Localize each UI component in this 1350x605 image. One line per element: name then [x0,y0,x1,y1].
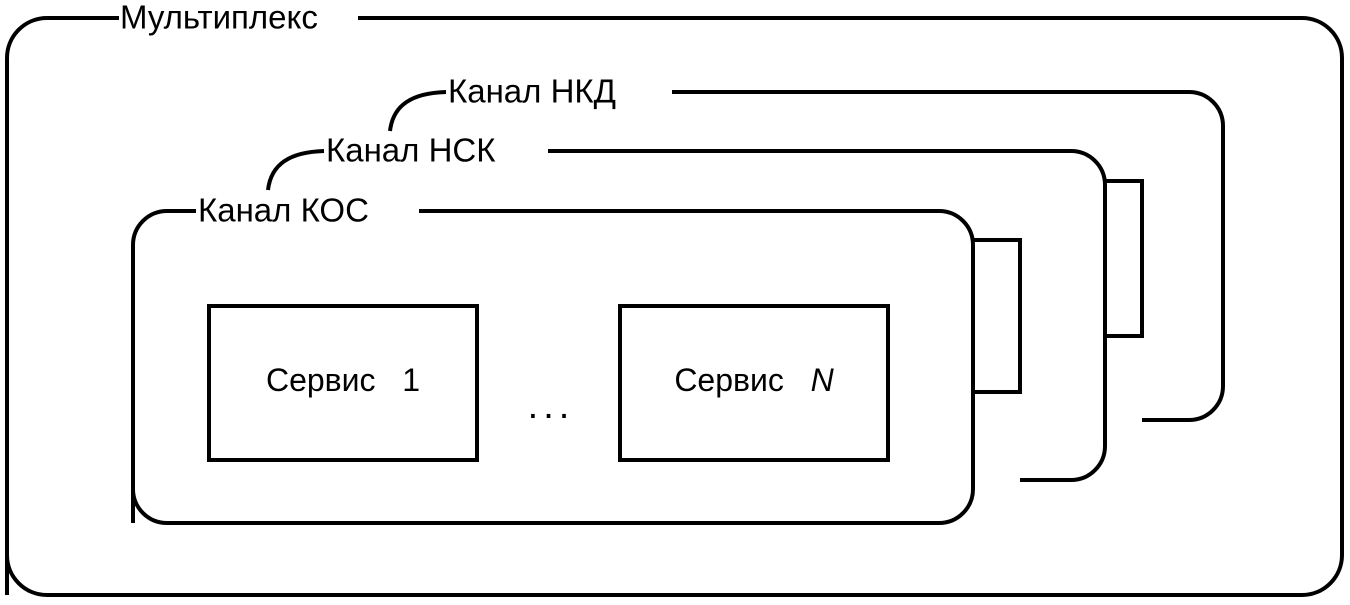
nsk-outline-right [548,149,1107,482]
service-first-index: 1 [402,362,420,398]
nsk-outline-lead [266,149,325,191]
nkd-outline-right [672,90,1225,422]
label-multiplex: Мультиплекс [120,0,318,36]
label-channel-nsk: Канал НСК [326,132,496,169]
service-first-label: Сервис 1 [266,362,420,398]
container-channel-kos [131,209,975,525]
nsk-stack-tab [973,238,1022,394]
container-multiplex [5,16,1344,597]
nkd-outline-lead [388,90,447,132]
multiplex-outline-left [5,16,119,595]
nkd-stack-tab [1105,179,1144,338]
kos-outline-left [131,209,196,523]
label-channel-kos: Канал КОС [198,192,369,229]
multiplex-outline-right [5,16,1344,597]
service-first-prefix: Сервис [266,362,376,398]
service-box-last [618,304,890,462]
services-ellipsis: ... [528,385,575,427]
kos-outline-right [131,209,975,525]
service-last-prefix: Сервис [674,362,784,398]
service-last-label: Сервис N [674,362,834,398]
container-channel-nsk [266,149,1107,482]
service-last-index: N [811,362,835,398]
service-box-first [207,304,479,462]
container-channel-nkd [388,90,1225,422]
label-channel-nkd: Канал НКД [448,73,616,110]
